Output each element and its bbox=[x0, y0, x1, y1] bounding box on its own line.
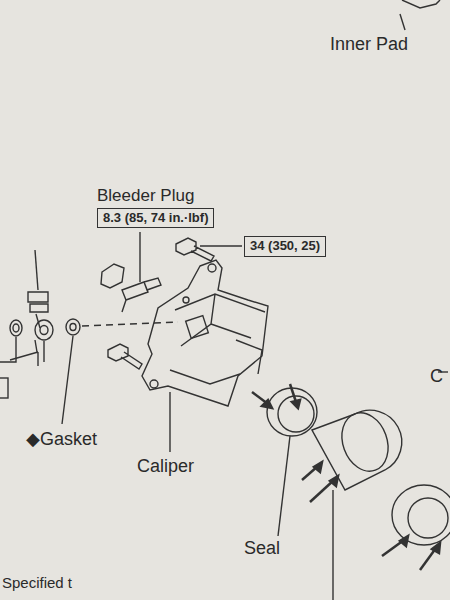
torque-node: 34 (350, 25) bbox=[244, 236, 326, 257]
part-name: Seal bbox=[244, 538, 280, 559]
part-name: ◆Gasket bbox=[26, 428, 97, 450]
part-name: Caliper bbox=[137, 456, 194, 477]
part-name: Bleeder Plug bbox=[97, 186, 194, 206]
note-text: Specified t bbox=[2, 574, 72, 591]
torque-node: Bleeder Plug8.3 (85, 74 in.·lbf) bbox=[97, 186, 214, 228]
part-name: Inner Pad bbox=[330, 34, 408, 55]
torque-spec: 34 (350, 25) bbox=[244, 236, 326, 257]
torque-spec: 8.3 (85, 74 in.·lbf) bbox=[97, 208, 214, 229]
part-name: C bbox=[430, 366, 443, 387]
